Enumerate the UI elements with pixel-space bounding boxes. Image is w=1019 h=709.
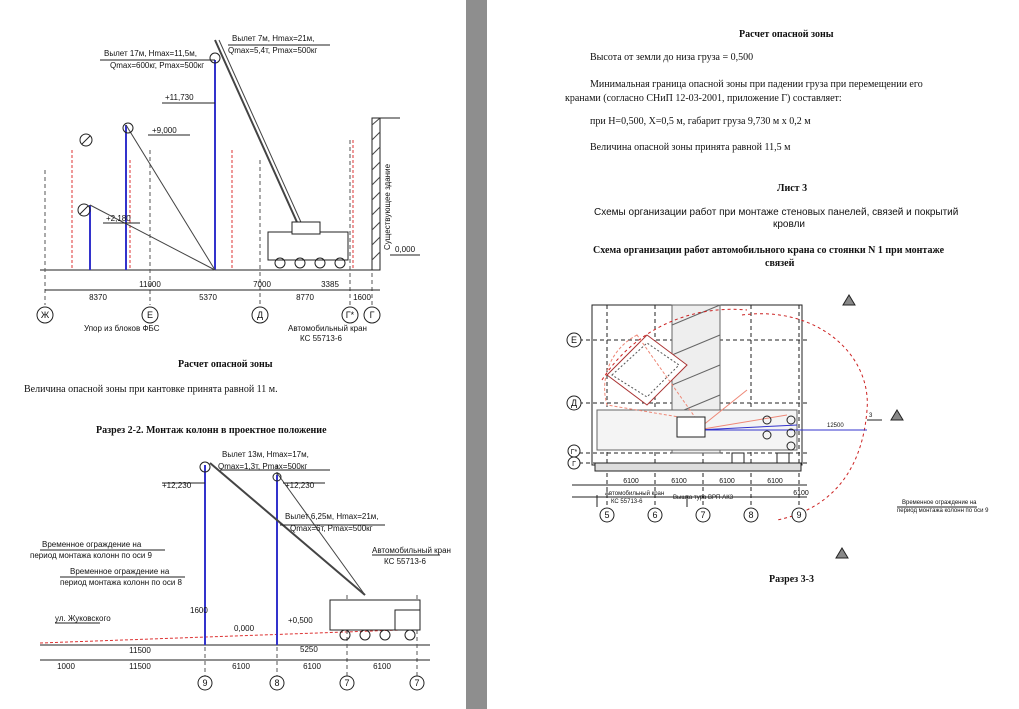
dim-label: 11000: [139, 280, 161, 289]
axis-label: 7: [344, 678, 349, 688]
dim-label: 6100: [767, 478, 783, 485]
dim-label: 6100: [373, 662, 391, 671]
axis-label: Д: [257, 310, 263, 320]
elevation-mark: +0,500: [288, 616, 313, 625]
crane-model-label: КС 55713-6: [384, 557, 426, 566]
elevation-mark: +2,180: [106, 214, 131, 223]
section-heading: Расчет опасной зоны: [739, 29, 834, 40]
crane-elevation-drawing-1: 8370 11000 5370 7000 8770 3385 1600 Ж Е …: [36, 34, 420, 343]
dim-label: 11500: [129, 662, 151, 671]
elevation-mark: 0,000: [395, 245, 416, 254]
crane-model-label: Автомобильный кран: [372, 546, 451, 555]
axis-label: 5: [604, 510, 609, 520]
crane-reach-label: Вылет 13м, Hmax=17м,: [222, 450, 309, 459]
document-page-left: 8370 11000 5370 7000 8770 3385 1600 Ж Е …: [0, 0, 466, 709]
fence-label: период монтажа колонн по оси 9: [30, 551, 153, 560]
paragraph: при H=0,500, X=0,5 м, габарит груза 9,73…: [590, 116, 811, 127]
elevation-mark: 1600: [190, 606, 208, 615]
elevation-mark: +12,230: [285, 481, 315, 490]
axis-label: 9: [202, 678, 207, 688]
dim-label: 8770: [296, 293, 314, 302]
paragraph: Величина опасной зоны при кантовке приня…: [24, 384, 278, 395]
radius-label: 12500: [827, 423, 844, 429]
dim-label: 3385: [321, 280, 339, 289]
axis-label: 6: [652, 510, 657, 520]
fence-label: Временное ограждение на: [902, 500, 977, 506]
scheme-title: Схема организации работ автомобильного к…: [593, 245, 945, 256]
crane-label: КС 55713-6: [611, 499, 643, 505]
elevation-mark: +9,000: [152, 126, 177, 135]
section-heading: Разрез 2-2. Монтаж колонн в проектное по…: [96, 425, 327, 436]
crane-label: Автомобильный кран: [605, 490, 664, 497]
paragraph: кровли: [773, 219, 806, 230]
dim-label: 6100: [303, 662, 321, 671]
crane-reach-label: Qmax=6т, Pmax=500кг: [290, 524, 373, 533]
dim-label: 6100: [793, 490, 809, 497]
crane-reach-label: Вылет 6,25м, Hmax=21м,: [285, 512, 379, 521]
fence-label: Временное ограждение на: [70, 567, 170, 576]
axis-label: Е: [147, 310, 153, 320]
dim-label: 1000: [57, 662, 75, 671]
axis-label: 9: [796, 510, 801, 520]
elevation-mark: 0,000: [234, 624, 255, 633]
section-caption: Разрез 3-3: [769, 574, 814, 585]
elevation-mark: +12,230: [162, 481, 192, 490]
fence-label: период монтажа колонн по оси 9: [897, 508, 989, 514]
crane-reach-label: Qmax=5,4т, Pmax=500кг: [228, 46, 317, 55]
axis-label: 8: [274, 678, 279, 688]
paragraph: Величина опасной зоны принята равной 11,…: [590, 142, 791, 153]
dim-label: 5250: [300, 645, 318, 654]
crane-elevation-drawing-2: Вылет 13м, Hmax=17м, Qmax=1,3т, Pmax=500…: [30, 450, 451, 691]
crane-reach-label: Вылет 17м, Hmax=11,5м,: [104, 49, 197, 58]
crane-model-label: Автомобильный кран: [288, 324, 367, 333]
axis-label: Г: [572, 461, 576, 468]
street-label: ул. Жуковского: [55, 614, 111, 623]
site-plan-drawing: Е Д Г* Г 5 6 7 8 9 6100 6100 6100 6100 6…: [566, 294, 989, 559]
paragraph: Схемы организации работ при монтаже стен…: [594, 207, 959, 218]
section-mark: 3: [869, 413, 873, 419]
dim-label: 7000: [253, 280, 271, 289]
paragraph: Минимальная граница опасной зоны при пад…: [590, 79, 923, 90]
axis-label: Е: [571, 335, 577, 345]
sheet-heading: Лист 3: [777, 183, 808, 194]
dim-label: 8370: [89, 293, 107, 302]
paragraph: кранами (согласно СНиП 12-03-2001, прило…: [565, 93, 842, 104]
dim-label: 6100: [719, 478, 735, 485]
axis-label: Г*: [571, 449, 578, 456]
fence-label: Временное ограждение на: [42, 540, 142, 549]
dim-label: 6100: [623, 478, 639, 485]
crane-reach-label: Вылет 7м, Hmax=21м,: [232, 34, 314, 43]
axis-label: 7: [700, 510, 705, 520]
crane-reach-label: Qmax=1,3т, Pmax=500кг: [218, 462, 307, 471]
stop-label: Упор из блоков ФБС: [84, 324, 160, 333]
elevation-mark: +11,730: [165, 93, 194, 102]
axis-label: Д: [571, 398, 577, 408]
scheme-title: связей: [765, 258, 795, 269]
axis-label: Г: [370, 310, 375, 320]
dim-label: 11500: [129, 646, 151, 655]
paragraph: Высота от земли до низа груза = 0,500: [590, 52, 754, 63]
crane-reach-label: Qmax=600кг, Pmax=500кг: [110, 61, 204, 70]
dim-label: 6100: [671, 478, 687, 485]
axis-label: Г*: [346, 310, 355, 320]
crane-model-label: КС 55713-6: [300, 334, 342, 343]
existing-building-label: Существующее здание: [383, 163, 392, 250]
section-heading: Расчет опасной зоны: [178, 359, 273, 370]
axis-label: 7: [414, 678, 419, 688]
dim-label: 1600: [353, 293, 371, 302]
dim-label: 5370: [199, 293, 217, 302]
axis-label: Ж: [41, 310, 50, 320]
tower-label: Вышка тура ВРП-АК3: [673, 495, 734, 501]
document-page-right: Расчет опасной зоны Высота от земли до н…: [487, 0, 1019, 709]
dim-label: 6100: [232, 662, 250, 671]
axis-label: 8: [748, 510, 753, 520]
fence-label: период монтажа колонн по оси 8: [60, 578, 183, 587]
